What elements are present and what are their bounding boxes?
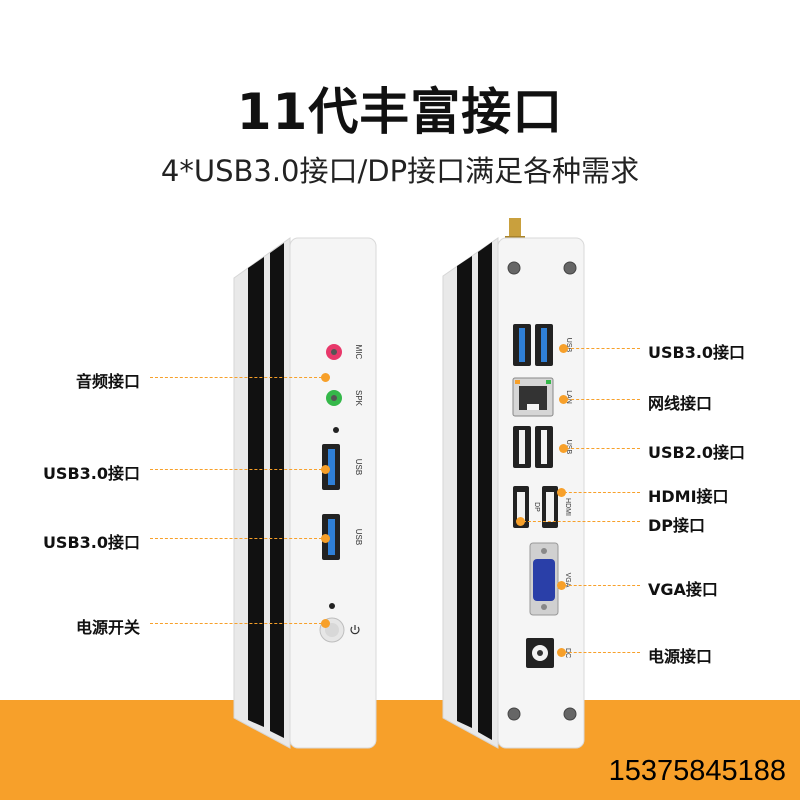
screw-icon-bl (507, 707, 521, 721)
callout-dp-dot (516, 517, 525, 526)
callout-lan-label: 网线接口 (648, 394, 713, 413)
callout-audio-dot (321, 373, 330, 382)
front-stripe-2 (270, 243, 284, 738)
hdmi-port-inner (546, 492, 554, 522)
rear-port-label-usb2: USB (565, 440, 572, 455)
callout-audio-line (150, 377, 322, 378)
rear-port-label-usb3: USB (565, 338, 572, 353)
rear-port-label-dp: DP (533, 502, 540, 512)
front-unit: MIC SPK USB USB (233, 237, 377, 749)
callout-dc-dot (557, 648, 566, 657)
callout-rear-usb3-line (566, 348, 640, 349)
callout-rear-usb3-dot (559, 344, 568, 353)
callout-usb2-label: USB2.0接口 (648, 443, 746, 462)
vga-screw-bottom (541, 604, 547, 610)
callout-vga-label: VGA接口 (648, 580, 718, 599)
rear-port-label-lan: LAN (565, 390, 572, 404)
callout-usb2-line (566, 448, 640, 449)
lan-led-right (546, 380, 551, 384)
front-port-label-usb-2: USB (354, 529, 363, 545)
rear-port-label-dc: DC (564, 648, 571, 658)
screw-icon-tr (563, 261, 577, 275)
lan-led-left (515, 380, 520, 384)
power-symbol-icon (350, 625, 360, 635)
callout-power-switch-line (150, 623, 322, 624)
callout-front-usb3-1-line (150, 469, 322, 470)
callout-front-usb3-1-dot (321, 465, 330, 474)
rear-unit: USB LAN USB DP HDMI VGA DC (442, 218, 585, 749)
callout-front-usb3-2-label: USB3.0接口 (42, 533, 140, 552)
front-port-label-usb-1: USB (354, 459, 363, 475)
callout-rear-usb3-label: USB3.0接口 (648, 343, 746, 362)
mic-jack-hole (331, 349, 337, 355)
rear-usb2-tongue-2 (541, 430, 547, 464)
dp-port-inner (517, 492, 525, 522)
callout-power-switch-dot (321, 619, 330, 628)
callout-lan-dot (559, 395, 568, 404)
power-led-dot (329, 603, 335, 609)
callout-dc-line (564, 652, 640, 653)
rear-unit-face (497, 237, 585, 749)
front-port-label-spk: SPK (354, 390, 363, 407)
front-port-label-mic: MIC (354, 345, 363, 360)
vga-screw-top (541, 548, 547, 554)
callout-hdmi-line (564, 492, 640, 493)
callout-front-usb3-2-dot (321, 534, 330, 543)
front-stripe-1 (248, 257, 264, 727)
callout-dc-label: 电源接口 (648, 647, 713, 666)
callout-front-usb3-2-line (150, 538, 322, 539)
spk-jack-hole (331, 395, 337, 401)
page-subtitle: 4*USB3.0接口/DP接口满足各种需求 (160, 154, 640, 188)
phone-number: 15375845188 (608, 755, 786, 787)
vga-port-icon (533, 559, 555, 601)
front-unit-face (289, 237, 377, 749)
callout-dp-label: DP接口 (648, 516, 706, 535)
callout-hdmi-dot (557, 488, 566, 497)
callout-power-switch-label: 电源开关 (75, 618, 140, 637)
rear-port-label-vga: VGA (564, 573, 571, 588)
lan-port-tab (527, 404, 539, 410)
dc-jack-pin (537, 650, 543, 656)
callout-vga-dot (557, 581, 566, 590)
callout-dp-line (523, 521, 640, 522)
callout-front-usb3-1-label: USB3.0接口 (42, 464, 140, 483)
rear-usb3-tongue-1 (519, 328, 525, 362)
rear-stripe-1 (457, 256, 472, 728)
callout-usb2-dot (559, 444, 568, 453)
orange-band (0, 700, 800, 800)
rear-port-label-hdmi: HDMI (564, 498, 571, 516)
page-title: 11代丰富接口 (236, 83, 564, 141)
callout-vga-line (564, 585, 640, 586)
screw-icon-tl (507, 261, 521, 275)
front-indicator-dot (333, 427, 339, 433)
screw-icon-br (563, 707, 577, 721)
callout-hdmi-label: HDMI接口 (648, 487, 729, 506)
front-usb3-tongue-1 (328, 449, 335, 485)
rear-usb3-tongue-2 (541, 328, 547, 362)
rear-usb2-tongue-1 (519, 430, 525, 464)
front-usb3-tongue-2 (328, 519, 335, 555)
callout-lan-line (566, 399, 640, 400)
rear-stripe-2 (478, 242, 492, 740)
callout-audio-label: 音频接口 (75, 372, 140, 391)
